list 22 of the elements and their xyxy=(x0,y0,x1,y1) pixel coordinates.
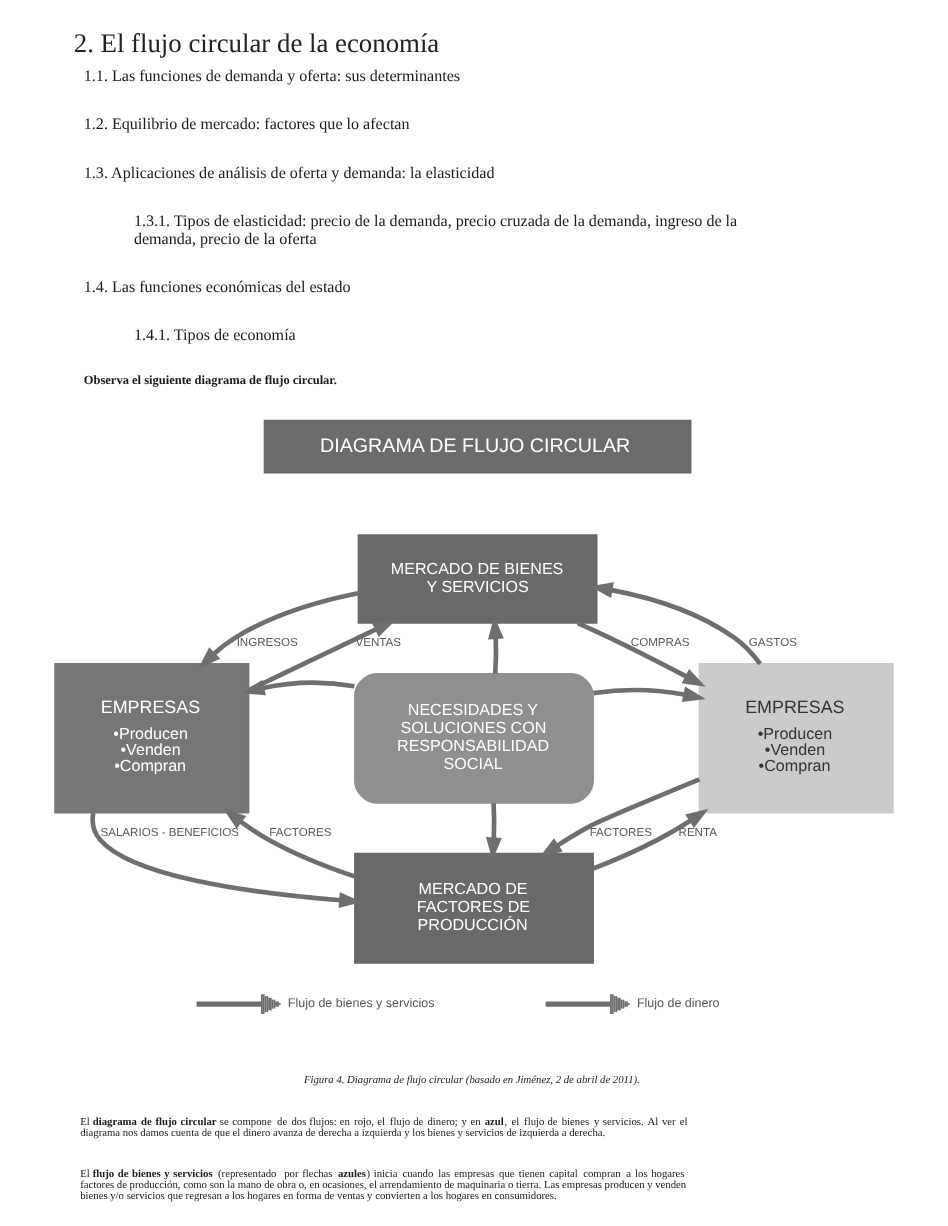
arrow xyxy=(592,808,709,871)
arrow xyxy=(247,619,396,693)
label: 1.1. Las funciones de demanda y oferta: sus determinantes xyxy=(83,66,461,85)
arrow xyxy=(593,686,706,703)
arrow xyxy=(539,777,701,858)
node-box: NECESIDADES Y SOLUCIONES CON RESPONSABILIDAD SOCIAL xyxy=(354,672,594,804)
node-box: DIAGRAMA DE FLUJO CIRCULAR xyxy=(263,419,692,474)
arrow xyxy=(576,620,706,687)
label: 1.3.1. Tipos de elasticidad: precio de la demanda, precio cruzada de la demanda, ingreso de la demanda, precio de la oferta xyxy=(133,211,738,248)
arrow xyxy=(241,679,355,696)
label: 1.4.1. Tipos de economía xyxy=(133,326,296,345)
label: 1.3. Aplicaciones de análisis de oferta y demanda: la elasticidad xyxy=(83,163,495,182)
arrow xyxy=(198,590,359,669)
label: 1.4. Las funciones económicas del estado xyxy=(83,278,351,297)
arrow xyxy=(590,582,763,666)
node-box: MERCADO DE FACTORES DE PRODUCCIÓN xyxy=(354,852,594,964)
diagram-title: 2. El flujo circular de la economía xyxy=(73,27,440,58)
arrow xyxy=(223,808,356,879)
node-box: EMPRESAS •Producen •Venden •Compran xyxy=(698,663,894,814)
node-box: EMPRESAS •Producen •Venden •Compran xyxy=(54,663,250,814)
label: 1.2. Equilibrio de mercado: factores que lo afectan xyxy=(83,115,410,134)
node-box: MERCADO DE BIENES Y SERVICIOS xyxy=(357,534,598,624)
